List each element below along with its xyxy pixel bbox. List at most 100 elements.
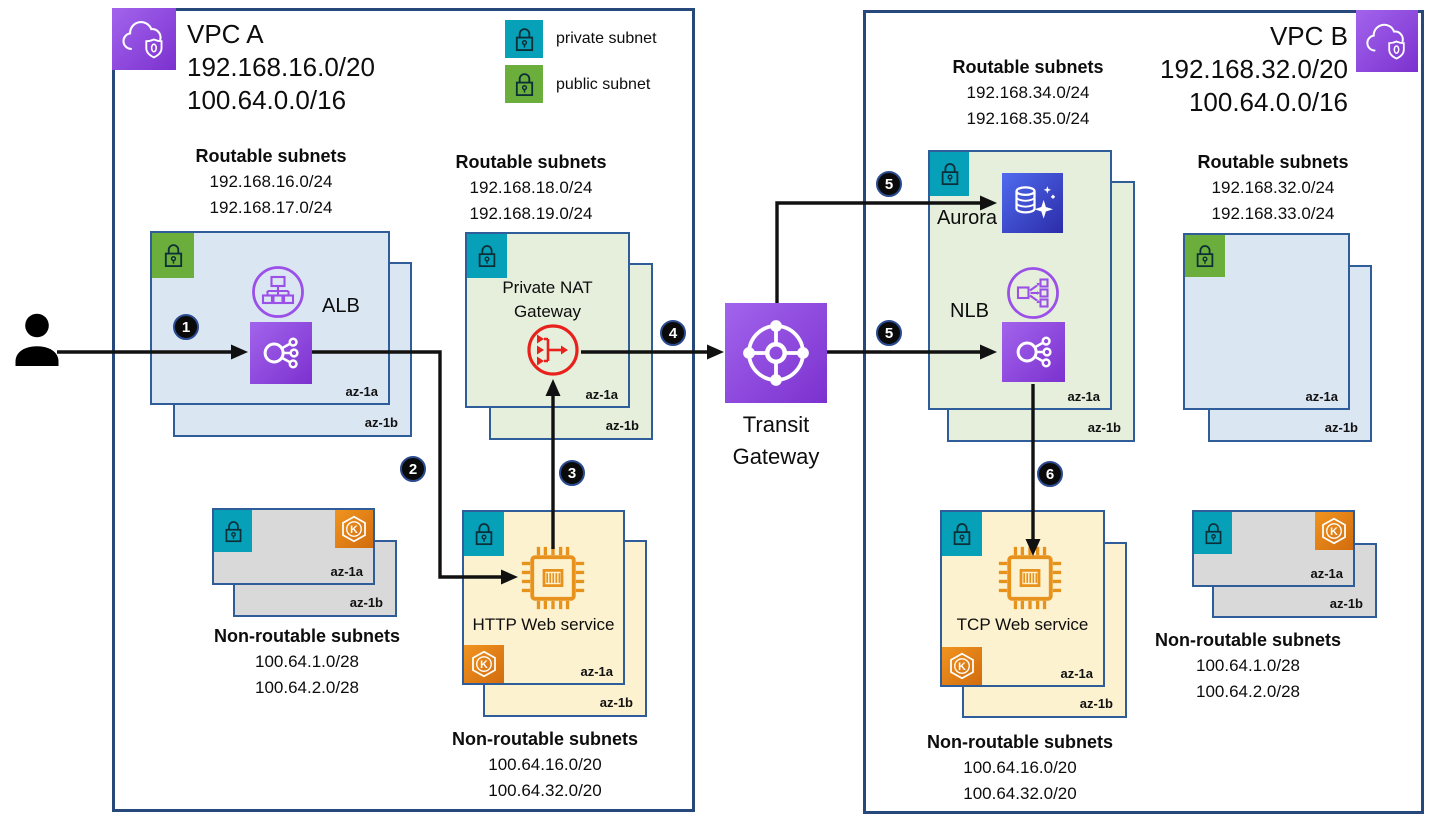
vpc-b-cidr-2: 100.64.0.0/16 (1188, 87, 1348, 117)
web-service-chip-icon (517, 542, 589, 614)
private-subnet-lock-icon (950, 520, 974, 548)
az-label: az-1b (1087, 420, 1121, 435)
private-subnet-lock-badge (1194, 512, 1232, 554)
vpc-a-nonroutable-gray-caption: Non-routable subnets 100.64.1.0/28 100.6… (204, 624, 410, 701)
caption-cidr: 192.168.17.0/24 (209, 198, 333, 217)
alb-icon (250, 264, 306, 320)
step-badge-5-mid: 5 (876, 320, 902, 346)
public-subnet-lock-badge (1185, 235, 1225, 277)
nlb-label: NLB (950, 300, 989, 322)
caption-cidr: 100.64.32.0/20 (488, 781, 602, 800)
private-subnet-lock-badge (214, 510, 252, 552)
vpc-cloud-icon (120, 19, 168, 59)
private-subnet-lock-icon (1202, 520, 1225, 547)
caption-heading: Non-routable subnets (213, 626, 400, 646)
az-label: az-1a (330, 564, 363, 579)
private-subnet-lock-icon (512, 25, 537, 54)
step-badge-2: 2 (400, 456, 426, 482)
az-label: az-1a (1305, 389, 1338, 404)
vpc-a-nonroutable-web-caption: Non-routable subnets 100.64.16.0/20 100.… (442, 727, 648, 804)
caption-cidr: 192.168.18.0/24 (469, 178, 593, 197)
eks-badge (464, 645, 504, 683)
vpc-a-cidr-2: 100.64.0.0/16 (187, 85, 347, 115)
caption-cidr: 192.168.16.0/24 (209, 172, 333, 191)
az-label: az-1a (1310, 566, 1343, 581)
vpc-b-cidr-1: 192.168.32.0/20 (1160, 54, 1348, 84)
aurora-label: Aurora (936, 207, 997, 229)
caption-cidr: 192.168.32.0/24 (1211, 178, 1335, 197)
private-nat-gateway-label-line2: Gateway (513, 302, 582, 321)
load-balancer-icon (1009, 327, 1059, 377)
eks-badge (942, 647, 982, 685)
nlb-resource-icon (1005, 265, 1061, 321)
public-subnet-lock-icon (1193, 242, 1217, 270)
caption-heading: Non-routable subnets (451, 729, 638, 749)
az-label: az-1b (605, 418, 639, 433)
step-badge-5-top: 5 (876, 171, 902, 197)
eks-icon (947, 651, 977, 681)
private-nat-gateway-node (525, 322, 581, 378)
transit-gateway-label-line2: Gateway (732, 444, 820, 469)
vpc-b-empty-subnet-az1a: az-1a (1183, 233, 1350, 410)
step-badge-3: 3 (559, 460, 585, 486)
legend-public-subnet-swatch (505, 65, 543, 103)
transit-gateway-label: Transit Gateway (700, 409, 852, 473)
http-web-service-label: HTTP Web service (472, 615, 615, 634)
vpc-b-gray-subnet-az1a: az-1a (1192, 510, 1355, 587)
private-subnet-lock-icon (472, 520, 496, 548)
user-node (12, 312, 62, 368)
az-label: az-1b (599, 695, 633, 710)
az-label: az-1b (1329, 596, 1363, 611)
private-nat-gateway-label: Private NAT Gateway (465, 276, 630, 324)
transit-gateway-node (725, 303, 827, 403)
transit-gateway-label-line1: Transit (742, 412, 810, 437)
caption-cidr: 100.64.1.0/28 (255, 652, 359, 671)
caption-cidr: 100.64.1.0/28 (1196, 656, 1300, 675)
vpc-a-routable-right-caption: Routable subnets 192.168.18.0/24 192.168… (428, 150, 634, 227)
caption-cidr: 192.168.34.0/24 (966, 83, 1090, 102)
step-badge-4: 4 (660, 320, 686, 346)
load-balancer-icon (256, 328, 306, 378)
public-subnet-lock-icon (161, 241, 186, 270)
az-label: az-1a (1060, 666, 1093, 681)
private-subnet-lock-badge (930, 152, 969, 196)
nlb-icon (1005, 265, 1061, 321)
private-subnet-lock-badge (467, 234, 507, 278)
az-label: az-1a (345, 384, 378, 399)
caption-heading: Routable subnets (1197, 152, 1349, 172)
az-label: az-1a (580, 664, 613, 679)
vpc-b-cloud-icon (1356, 10, 1418, 72)
nat-gateway-icon (525, 322, 581, 378)
vpc-a-routable-left-caption: Routable subnets 192.168.16.0/24 192.168… (168, 144, 374, 221)
tcp-web-service-label: TCP Web service (956, 615, 1089, 634)
vpc-b-title: VPC B 192.168.32.0/20 100.64.0.0/16 (1048, 20, 1348, 119)
private-subnet-lock-badge (464, 512, 504, 556)
http-web-service-node (517, 542, 589, 614)
az-label: az-1b (349, 595, 383, 610)
caption-heading: Non-routable subnets (1154, 630, 1341, 650)
alb-label: ALB (322, 295, 360, 317)
caption-cidr: 100.64.2.0/28 (1196, 682, 1300, 701)
az-label: az-1b (364, 415, 398, 430)
web-service-chip-icon (994, 542, 1066, 614)
caption-cidr: 100.64.16.0/20 (488, 755, 602, 774)
az-label: az-1b (1324, 420, 1358, 435)
caption-heading: Routable subnets (195, 146, 347, 166)
vpc-a-cidr-1: 192.168.16.0/20 (187, 52, 375, 82)
alb-load-balancer-node (250, 322, 312, 384)
caption-cidr: 192.168.33.0/24 (1211, 204, 1335, 223)
vpc-a-name: VPC A (187, 19, 264, 49)
vpc-cloud-icon (1364, 22, 1410, 60)
user-icon (12, 312, 62, 368)
vpc-a-cloud-icon (112, 8, 176, 70)
vpc-a-gray-subnet-az1a: az-1a (212, 508, 375, 585)
caption-heading: Non-routable subnets (926, 732, 1113, 752)
caption-cidr: 100.64.16.0/20 (963, 758, 1077, 777)
vpc-b-name: VPC B (1269, 21, 1348, 51)
vpc-b-routable-empty-caption: Routable subnets 192.168.32.0/24 192.168… (1170, 150, 1376, 227)
aurora-node (1002, 173, 1063, 233)
vpc-b-nonroutable-gray-caption: Non-routable subnets 100.64.1.0/28 100.6… (1145, 628, 1351, 705)
az-label: az-1b (1079, 696, 1113, 711)
private-subnet-lock-icon (475, 242, 499, 270)
